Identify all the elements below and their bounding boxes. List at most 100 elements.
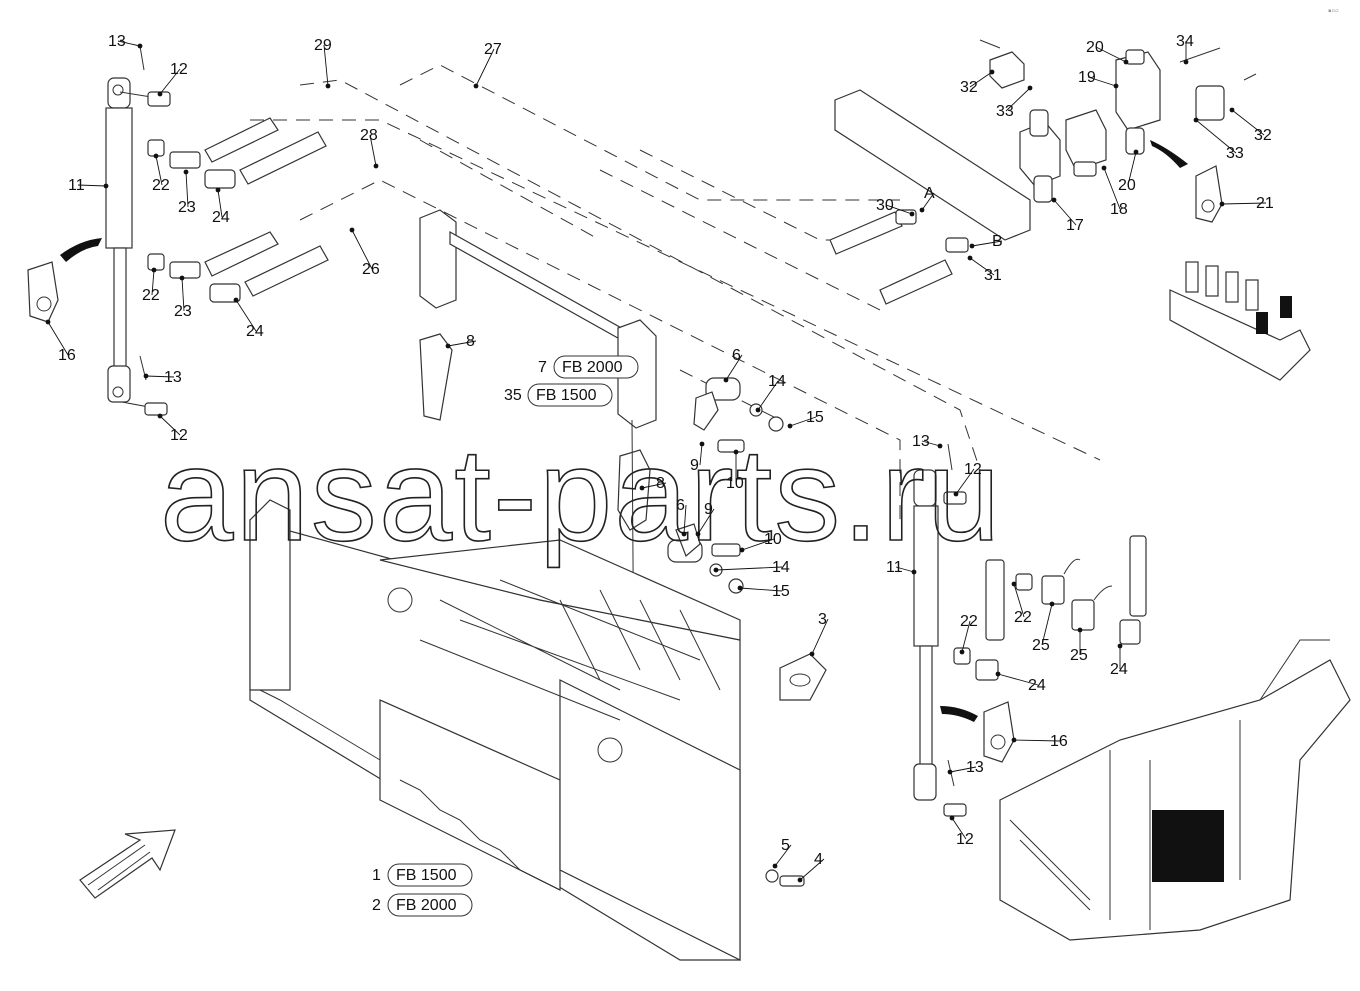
callout-dot [215,187,221,193]
callout-label-12: 12 [956,831,974,848]
callout-dot [157,91,163,97]
valve-block [834,39,1257,241]
hoses-30-31 [829,209,969,305]
callout-dot [325,83,331,89]
callout-label-17: 17 [1066,217,1084,234]
callout-dot [909,211,915,217]
callout-label-6: 6 [732,347,741,364]
callout-dot [809,651,815,657]
callout-leader [323,44,329,87]
callout-dot [45,319,51,325]
callout-leader [971,240,1003,247]
callout-dot [103,183,109,189]
callout-label-5: 5 [781,837,790,854]
callout-leader [641,482,667,489]
callout-label-22: 22 [142,287,160,304]
variant-number: 2 [372,897,381,914]
callout-label-24: 24 [1110,661,1128,678]
callout-dot [157,413,163,419]
callout-label-13: 13 [108,33,126,50]
callout-leader [921,440,941,447]
callout-label-10: 10 [726,475,744,492]
callout-label-26: 26 [362,261,380,278]
variant-number: 1 [372,867,381,884]
callout-label-A: A [924,185,935,202]
corner-mark: ▪▫▫ [1328,6,1339,17]
callout-dot [739,547,745,553]
valve-bank-detail [1169,261,1311,381]
variant-label: FB 1500 [536,387,597,404]
callout-label-9: 9 [690,457,699,474]
callout-leader [155,155,163,186]
callout-leader [715,566,783,571]
callout-label-15: 15 [806,409,824,426]
callout-label-31: 31 [984,267,1002,284]
callout-dot [967,255,973,261]
callout-dot [1133,149,1139,155]
callout-label-24: 24 [1028,677,1046,694]
callout-dot [1193,117,1199,123]
callout-dot [937,443,943,449]
callout-leader [885,204,913,215]
callout-dot [695,531,701,537]
callout-label-24: 24 [246,323,264,340]
callout-dot [349,227,355,233]
bucket [249,499,741,961]
callout-label-18: 18 [1110,201,1128,218]
callout-dot [1011,581,1017,587]
callout-leader [159,68,181,95]
frame-assembly [419,209,657,701]
callout-leader [1005,87,1031,112]
callout-label-13: 13 [912,433,930,450]
callout-dot [1229,107,1235,113]
callout-label-16: 16 [58,347,76,364]
callout-label-15: 15 [772,583,790,600]
callout-dot [233,297,239,303]
callout-leader [1127,151,1137,186]
callout-dot [949,815,955,821]
callout-dot [969,243,975,249]
callout-leader [1087,76,1117,87]
callout-leader [921,192,935,211]
callout-label-30: 30 [876,197,894,214]
callout-dot [713,567,719,573]
callout-label-20: 20 [1118,177,1136,194]
callout-label-23: 23 [178,199,196,216]
callout-leader [1053,199,1077,226]
callout-label-16: 16 [1050,733,1068,750]
machine-overview [999,639,1351,941]
callout-label-11: 11 [886,559,903,576]
callout-leader [774,844,792,867]
callout-label-32: 32 [960,79,978,96]
callout-leader [475,48,495,87]
callout-leader [77,184,107,187]
callout-leader [185,171,189,208]
callout-leader [145,375,175,378]
callout-leader [1041,603,1053,646]
callout-leader [969,71,993,88]
gas-strut-left [105,45,171,416]
callout-dot [473,83,479,89]
callout-leader [1013,583,1025,618]
callout-dot [179,275,185,281]
callout-label-22: 22 [960,613,978,630]
callout-label-33: 33 [1226,145,1244,162]
callout-dot [959,649,965,655]
callout-dot [1183,59,1189,65]
callout-label-21: 21 [1256,195,1274,212]
callout-dot [699,441,705,447]
callout-leader [47,321,69,356]
callout-dot [953,491,959,497]
callout-dot [1117,643,1123,649]
callout-dot [755,407,761,413]
variant-number: 7 [538,359,547,376]
bracket-left [27,238,102,323]
variant-label: FB 2000 [396,897,457,914]
callout-label-12: 12 [964,461,982,478]
callout-dot [1219,201,1225,207]
callout-dot [772,863,778,869]
callout-leader [151,269,155,296]
callout-dot [681,531,687,537]
callout-leader [351,229,373,270]
